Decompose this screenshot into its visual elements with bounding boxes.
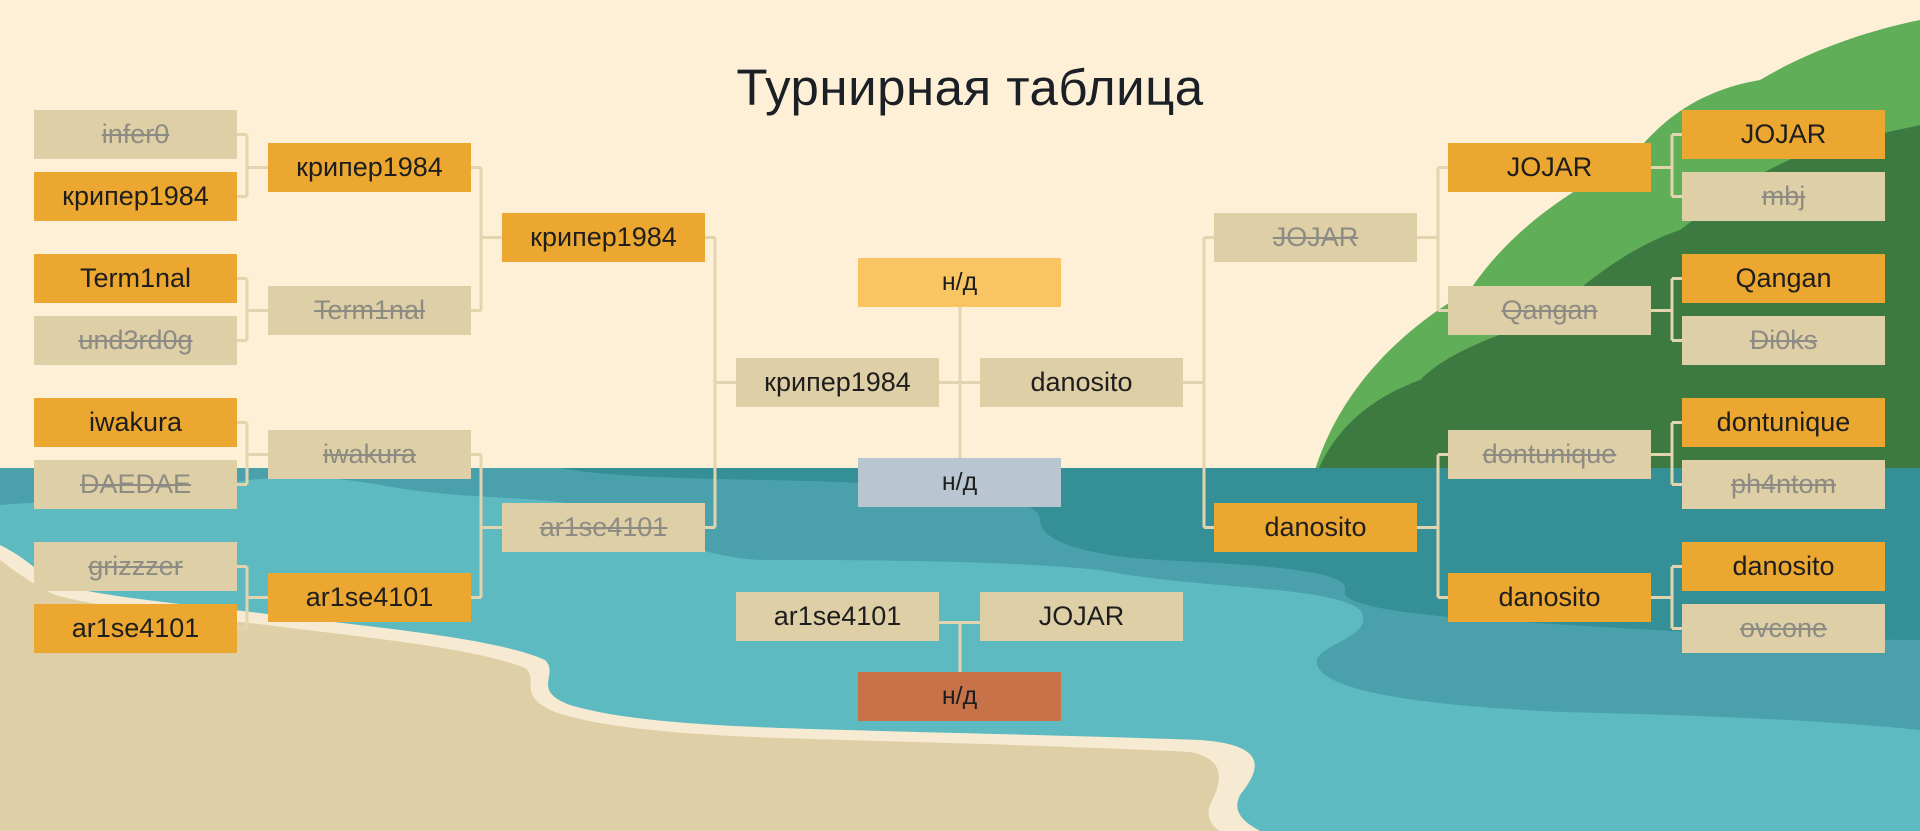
left-r1-match4-player2[interactable]: ar1se4101 <box>34 604 237 653</box>
right-r1-match1-player2[interactable]: mbj <box>1682 172 1885 221</box>
left-r2-match1-player2[interactable]: Term1nal <box>268 286 471 335</box>
right-r3-player2[interactable]: danosito <box>1214 503 1417 552</box>
right-r1-match3-player1[interactable]: dontunique <box>1682 398 1885 447</box>
right-r2-match2-player1[interactable]: dontunique <box>1448 430 1651 479</box>
left-r3-player2[interactable]: ar1se4101 <box>502 503 705 552</box>
left-r1-match3-player2[interactable]: DAEDAE <box>34 460 237 509</box>
right-r1-match1-player1[interactable]: JOJAR <box>1682 110 1885 159</box>
right-r3-player1[interactable]: JOJAR <box>1214 213 1417 262</box>
final-player2[interactable]: danosito <box>980 358 1183 407</box>
left-r1-match1-player2[interactable]: крипер1984 <box>34 172 237 221</box>
third-match-player1[interactable]: ar1se4101 <box>736 592 939 641</box>
left-r3-player1[interactable]: крипер1984 <box>502 213 705 262</box>
left-r2-match1-player1[interactable]: крипер1984 <box>268 143 471 192</box>
right-r1-match2-player1[interactable]: Qangan <box>1682 254 1885 303</box>
first-place-slot[interactable]: н/д <box>858 258 1061 307</box>
left-r1-match2-player2[interactable]: und3rd0g <box>34 316 237 365</box>
second-place-slot[interactable]: н/д <box>858 458 1061 507</box>
final-player1[interactable]: крипер1984 <box>736 358 939 407</box>
right-r1-match3-player2[interactable]: ph4ntom <box>1682 460 1885 509</box>
left-r1-match2-player1[interactable]: Term1nal <box>34 254 237 303</box>
page-title: Турнирная таблица <box>736 59 1204 116</box>
left-r1-match4-player1[interactable]: grizzzer <box>34 542 237 591</box>
left-r1-match3-player1[interactable]: iwakura <box>34 398 237 447</box>
right-r1-match2-player2[interactable]: Di0ks <box>1682 316 1885 365</box>
right-r2-match1-player2[interactable]: Qangan <box>1448 286 1651 335</box>
left-r2-match2-player2[interactable]: ar1se4101 <box>268 573 471 622</box>
third-match-player2[interactable]: JOJAR <box>980 592 1183 641</box>
third-place-slot[interactable]: н/д <box>858 672 1061 721</box>
right-r2-match1-player1[interactable]: JOJAR <box>1448 143 1651 192</box>
sand <box>0 560 1220 831</box>
right-r1-match4-player1[interactable]: danosito <box>1682 542 1885 591</box>
right-r2-match2-player2[interactable]: danosito <box>1448 573 1651 622</box>
left-r2-match2-player1[interactable]: iwakura <box>268 430 471 479</box>
left-r1-match1-player1[interactable]: infer0 <box>34 110 237 159</box>
right-r1-match4-player2[interactable]: ovcone <box>1682 604 1885 653</box>
